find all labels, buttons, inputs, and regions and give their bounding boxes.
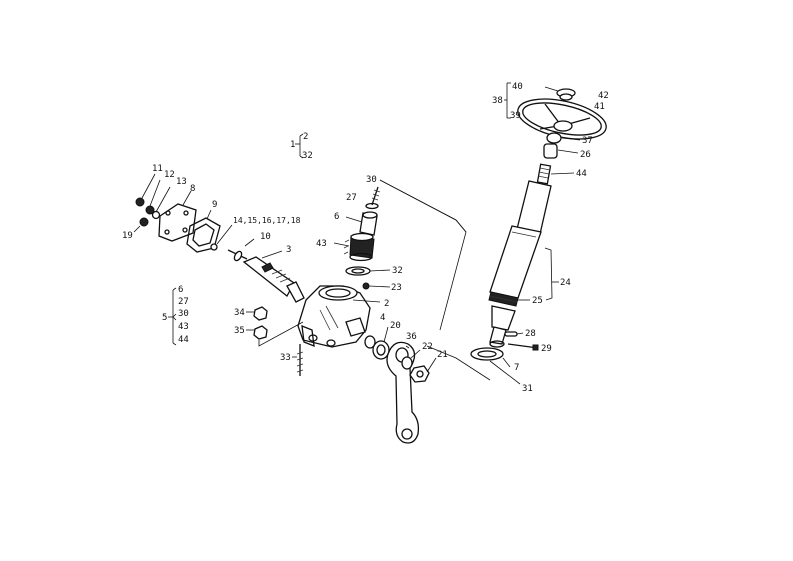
group1-label-32: 32: [302, 151, 313, 161]
label-7: 7: [514, 363, 519, 373]
bushing: [364, 326, 390, 360]
label-38: 38: [492, 96, 503, 106]
label-25: 25: [532, 296, 543, 306]
lock-washer: [365, 202, 379, 210]
clamp-bolt: [507, 343, 539, 351]
cover-screws: [133, 173, 171, 233]
label-22: 22: [422, 342, 433, 352]
label-3: 3: [286, 245, 291, 255]
label-40: 40: [512, 82, 523, 92]
worm-shaft: [227, 238, 305, 303]
label-32: 32: [392, 266, 403, 276]
label-41: 41: [594, 102, 605, 112]
label-37: 37: [582, 136, 593, 146]
group5-label-6: 6: [178, 285, 183, 295]
label-10: 10: [260, 232, 271, 242]
label-31: 31: [522, 384, 533, 394]
housing-stud: [292, 344, 304, 376]
group5-label-43: 43: [178, 322, 189, 332]
label-26: 26: [580, 150, 591, 160]
label-21: 21: [437, 350, 448, 360]
sector-gear: [333, 232, 375, 262]
horn-button: [544, 86, 576, 101]
cover-plate: [158, 190, 197, 242]
label-29: 29: [541, 344, 552, 354]
worm-seal: [210, 224, 233, 251]
group5-label-27: 27: [178, 297, 189, 307]
bracket-group-38: [504, 82, 511, 119]
label-27: 27: [346, 193, 357, 203]
wheel-nut: [546, 132, 581, 144]
gear-housing: [297, 285, 381, 348]
label-12: 12: [164, 170, 175, 180]
thrust-washer: [345, 266, 391, 276]
label-20: 20: [390, 321, 401, 331]
arm-washer: [401, 349, 421, 370]
bracket-group-5: [168, 287, 177, 346]
adjuster-screw: [371, 179, 467, 233]
label-2: 2: [384, 299, 389, 309]
clamp-pin: [504, 331, 524, 337]
label-36: 36: [406, 332, 417, 342]
label-4: 4: [380, 313, 385, 323]
bush: [543, 143, 579, 159]
sector-shaft: [345, 211, 378, 236]
label-14-18: 14,15,16,17,18: [233, 216, 301, 225]
label-1: 1: [290, 140, 295, 150]
bolt-leader: [258, 321, 304, 347]
small-nut: [362, 282, 391, 290]
label-30: 30: [366, 175, 377, 185]
label-5: 5: [162, 313, 167, 323]
label-6: 6: [334, 212, 339, 222]
steering-column: [488, 163, 575, 348]
label-19: 19: [122, 231, 133, 241]
mount-bolt-upper: [246, 306, 268, 321]
label-33: 33: [280, 353, 291, 363]
label-42: 42: [598, 91, 609, 101]
label-24: 24: [560, 278, 571, 288]
column-washer: [470, 347, 521, 385]
label-28: 28: [525, 329, 536, 339]
label-34: 34: [234, 308, 245, 318]
label-9: 9: [212, 200, 217, 210]
group5-label-44: 44: [178, 335, 189, 345]
label-43: 43: [316, 239, 327, 249]
mount-bolt-lower: [246, 325, 268, 340]
label-35: 35: [234, 326, 245, 336]
steering-wheel: [517, 98, 607, 140]
bracket-group-1: [295, 133, 304, 159]
arm-nut: [409, 357, 437, 383]
label-23: 23: [391, 283, 402, 293]
pitman-arm: [386, 341, 420, 444]
label-8: 8: [190, 184, 195, 194]
label-39: 39: [510, 111, 521, 121]
group5-label-30: 30: [178, 309, 189, 319]
group1-label-2: 2: [303, 132, 308, 142]
label-44: 44: [576, 169, 587, 179]
label-13: 13: [176, 177, 187, 187]
label-11: 11: [152, 164, 163, 174]
